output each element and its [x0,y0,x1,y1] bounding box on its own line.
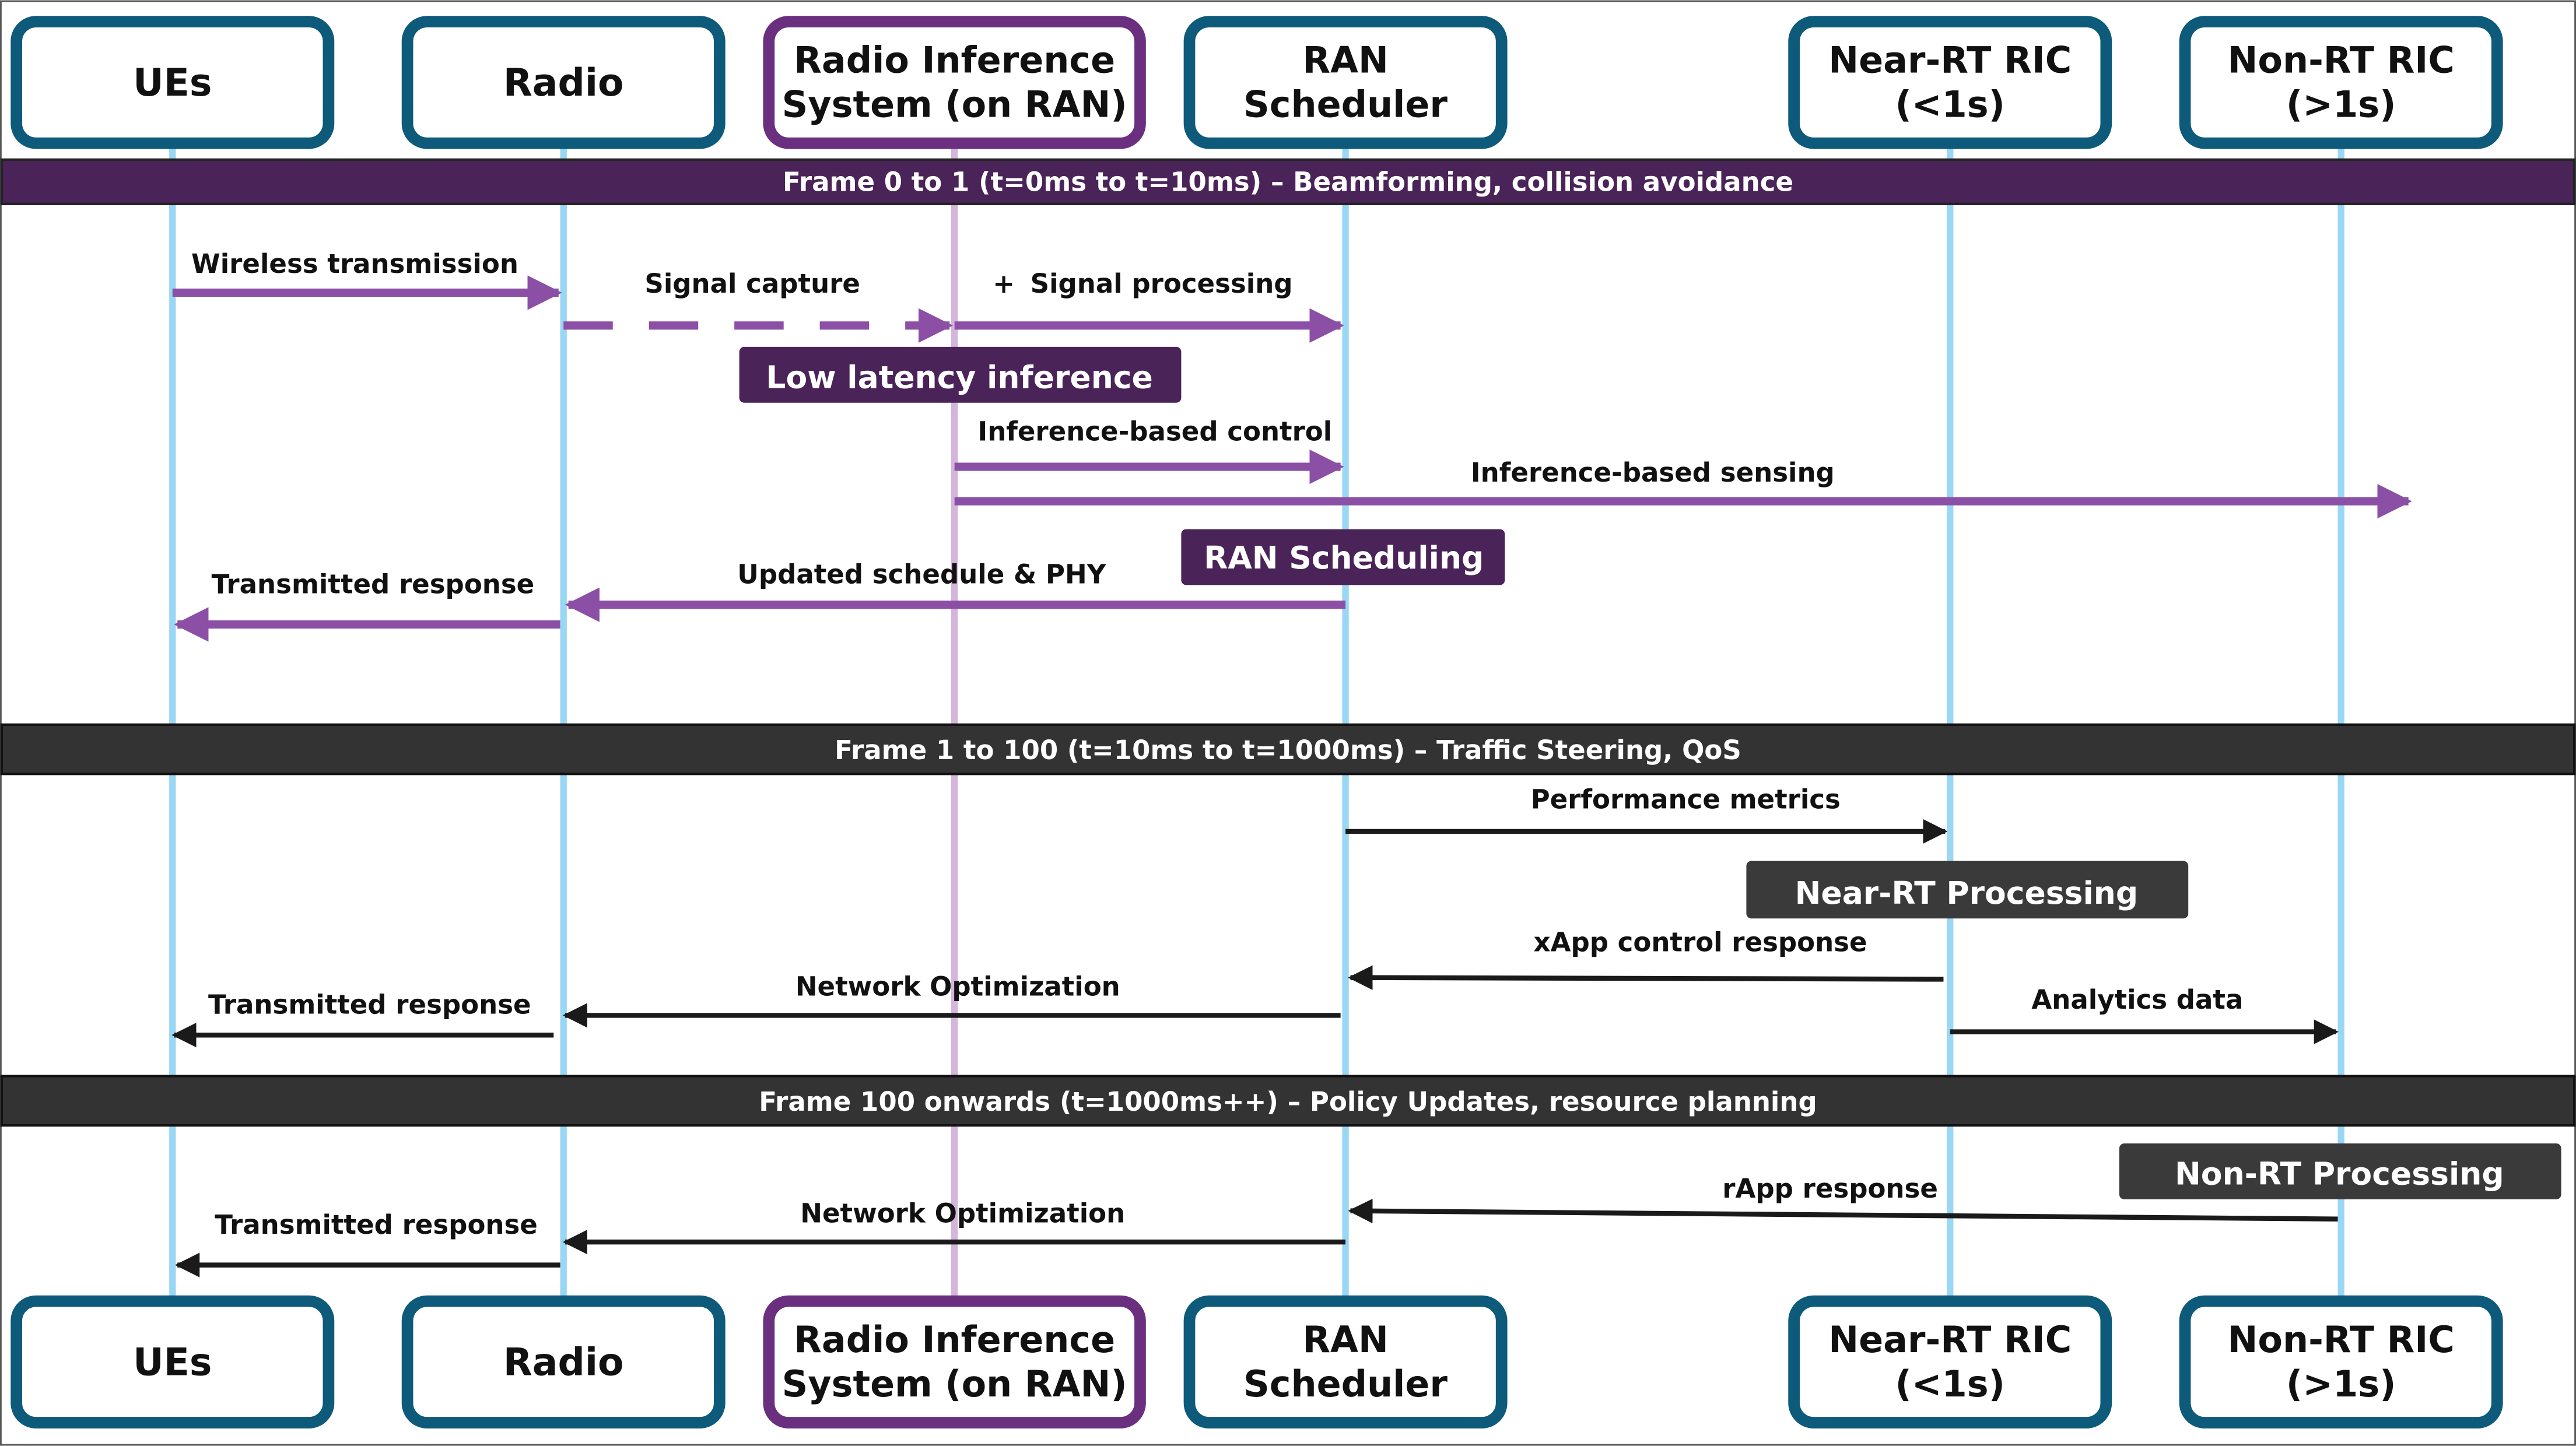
message-prefix: + [993,268,1015,299]
activity-label: Near-RT Processing [1795,875,2139,911]
message-analytics-data: Analytics data [1950,984,2339,1044]
participant-ris-bottom: Radio Inference System (on RAN) [763,1295,1146,1429]
message-transmitted-response-1: Transmitted response [174,568,560,642]
message-label: Network Optimization [800,1198,1125,1229]
message-transmitted-response-2: Transmitted response [171,989,554,1048]
participant-ris-top: Radio Inference System (on RAN) [763,16,1146,149]
participant-label-line2: Scheduler [1243,1363,1448,1405]
participant-radio-bottom: Radio [401,1295,726,1429]
participants-bottom: UEs Radio Radio Inference System (on RAN… [10,1295,2503,1429]
message-network-optimization-1: Network Optimization [562,971,1341,1028]
participant-label-line2: (<1s) [1895,83,2005,126]
participant-label-line1: Radio Inference [794,1318,1115,1361]
activity-label: Low latency inference [766,359,1152,395]
participant-nearrt-bottom: Near-RT RIC (<1s) [1788,1295,2112,1429]
activity-ran-scheduling: RAN Scheduling [1181,529,1505,585]
activity-near-rt-processing: Near-RT Processing [1746,861,2189,919]
participant-label-line1: RAN [1302,1318,1389,1361]
message-signal-processing: + Signal processing [954,268,1344,343]
message-label: Transmitted response [212,568,535,599]
frame-band-0: Frame 0 to 1 (t=0ms to t=10ms) – Beamfor… [0,158,2576,205]
participant-label-line2: (>1s) [2286,83,2396,126]
message-label: Analytics data [2031,984,2243,1015]
frame-band-2: Frame 100 onwards (t=1000ms++) – Policy … [0,1075,2576,1127]
message-signal-capture: Signal capture [563,268,954,343]
participant-label: UEs [133,1340,212,1384]
message-label: Signal capture [644,268,860,299]
message-transmitted-response-3: Transmitted response [175,1209,560,1277]
participant-label-line1: Non-RT RIC [2228,38,2455,81]
message-label: xApp control response [1534,927,1867,958]
participant-nearrt-top: Near-RT RIC (<1s) [1788,16,2112,149]
activity-label: RAN Scheduling [1204,539,1484,576]
participant-label: UEs [133,61,212,105]
activity-low-latency-inference: Low latency inference [739,346,1182,403]
frame-band-label: Frame 1 to 100 (t=10ms to t=1000ms) – Tr… [835,735,1741,766]
message-label: Updated schedule & PHY [737,559,1106,590]
message-label: Signal processing [1031,268,1293,299]
message-inference-based-sensing: Inference-based sensing [954,457,2412,519]
participant-nonrt-top: Non-RT RIC (>1s) [2179,16,2503,149]
lifelines [169,145,2344,1301]
message-wireless-transmission: Wireless transmission [172,248,562,310]
participants-top: UEs Radio Radio Inference System (on RAN… [10,16,2503,149]
message-performance-metrics: Performance metrics [1345,784,1948,844]
participant-label-line2: (>1s) [2286,1363,2396,1405]
participant-label-line1: Non-RT RIC [2228,1318,2455,1361]
frame-band-1: Frame 1 to 100 (t=10ms to t=1000ms) – Tr… [0,723,2576,775]
activity-label: Non-RT Processing [2175,1156,2504,1192]
message-label: Inference-based control [977,416,1332,447]
participant-label-line1: Near-RT RIC [1828,1318,2072,1361]
message-updated-schedule-phy: Updated schedule & PHY [565,559,1346,622]
activity-non-rt-processing: Non-RT Processing [2119,1143,2561,1199]
message-label: Performance metrics [1531,784,1841,815]
frame-band-label: Frame 100 onwards (t=1000ms++) – Policy … [759,1086,1817,1117]
participant-label-line2: Scheduler [1243,83,1448,126]
participant-label: Radio [503,1340,624,1384]
participant-ues-bottom: UEs [10,1295,335,1429]
participant-label-line1: RAN [1302,38,1389,81]
participant-label-line1: Radio Inference [794,38,1115,81]
participant-label-line2: (<1s) [1895,1363,2005,1405]
message-label: Transmitted response [215,1209,538,1240]
message-label: Inference-based sensing [1471,457,1835,488]
participant-label-line2: System (on RAN) [782,1363,1127,1405]
message-inference-based-control: Inference-based control [954,416,1344,485]
participant-radio-top: Radio [401,16,726,149]
message-label: Transmitted response [208,989,531,1020]
participant-label: Radio [503,61,624,105]
message-label: rApp response [1722,1173,1938,1204]
message-rapp-response: rApp response [1348,1173,2338,1224]
participant-ran-bottom: RAN Scheduler [1183,1295,1508,1429]
participant-label-line1: Near-RT RIC [1828,38,2072,81]
message-label: Network Optimization [795,971,1120,1002]
message-network-optimization-2: Network Optimization [562,1198,1346,1255]
participant-nonrt-bottom: Non-RT RIC (>1s) [2179,1295,2503,1429]
participant-ues-top: UEs [10,16,335,149]
participant-label-line2: System (on RAN) [782,83,1127,126]
message-xapp-control-response: xApp control response [1348,927,1944,990]
message-label: Wireless transmission [191,248,518,279]
participant-ran-top: RAN Scheduler [1183,16,1508,149]
frame-band-label: Frame 0 to 1 (t=0ms to t=10ms) – Beamfor… [783,166,1793,197]
